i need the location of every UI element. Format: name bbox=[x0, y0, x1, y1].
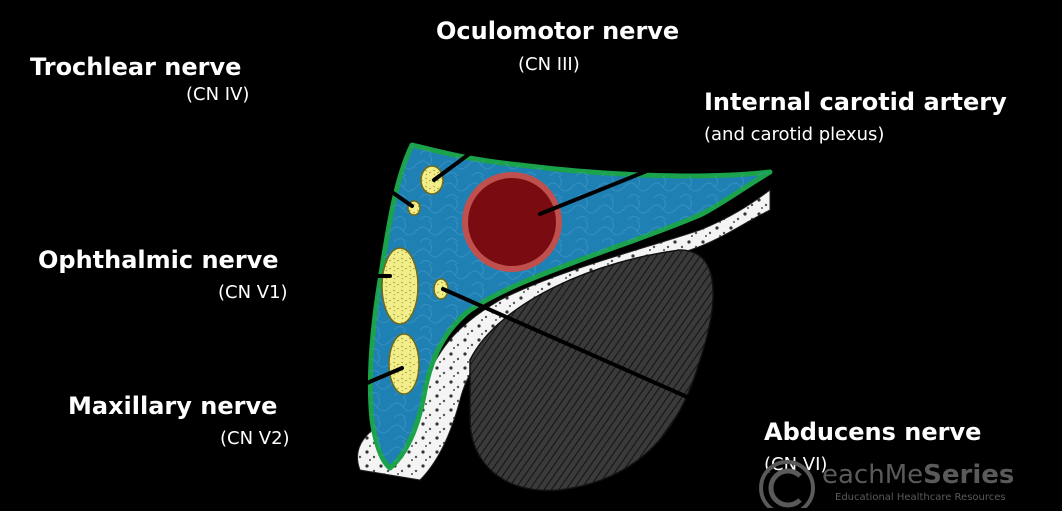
abducens-label: Abducens nerve bbox=[764, 420, 981, 444]
maxillary-sublabel: (CN V2) bbox=[220, 430, 290, 448]
ophthalmic-subtitle: (CN V1) bbox=[218, 284, 288, 302]
trochlear-sublabel: (CN IV) bbox=[186, 86, 249, 104]
trochlear-label: Trochlear nerve bbox=[30, 55, 241, 79]
ophthalmic-label: Ophthalmic nerve bbox=[38, 248, 279, 272]
internal-carotid-sublabel: (and carotid plexus) bbox=[704, 126, 884, 144]
leader-trochlear bbox=[274, 110, 412, 206]
teachme-logo-icon bbox=[752, 458, 822, 508]
ophthalmic-nerve bbox=[382, 248, 418, 324]
oculomotor-sublabel: (CN III) bbox=[518, 56, 580, 74]
abducens-title: Abducens nerve bbox=[764, 420, 981, 444]
maxillary-subtitle: (CN V2) bbox=[220, 430, 290, 448]
maxillary-nerve bbox=[389, 334, 419, 394]
trochlear-subtitle: (CN IV) bbox=[186, 86, 249, 104]
internal-carotid-title: Internal carotid artery bbox=[704, 90, 1007, 114]
teachme-brand: eachMeSeries bbox=[822, 460, 1014, 490]
teachme-tagline: Educational Healthcare Resources bbox=[835, 492, 1006, 503]
internal-carotid-subtitle: (and carotid plexus) bbox=[704, 126, 884, 144]
ophthalmic-title: Ophthalmic nerve bbox=[38, 248, 279, 272]
teachme-brand-light: eachMe bbox=[822, 460, 923, 490]
maxillary-title: Maxillary nerve bbox=[68, 394, 277, 418]
oculomotor-title: Oculomotor nerve bbox=[436, 19, 679, 43]
ophthalmic-sublabel: (CN V1) bbox=[218, 284, 288, 302]
oculomotor-label: Oculomotor nerve bbox=[436, 19, 679, 43]
maxillary-label: Maxillary nerve bbox=[68, 394, 277, 418]
teachme-brand-bold: Series bbox=[923, 460, 1014, 490]
trochlear-title: Trochlear nerve bbox=[30, 55, 241, 79]
oculomotor-subtitle: (CN III) bbox=[518, 56, 580, 74]
internal-carotid-label: Internal carotid artery bbox=[704, 90, 1007, 114]
